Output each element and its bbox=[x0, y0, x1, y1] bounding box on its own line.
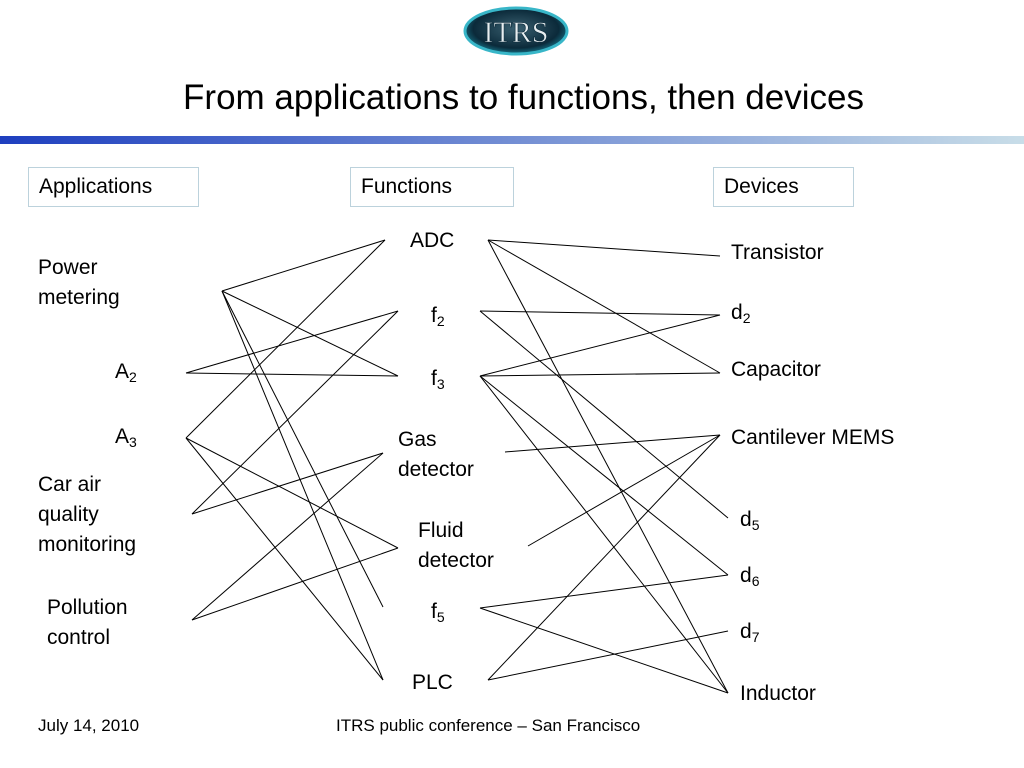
logo-text: ITRS bbox=[483, 16, 548, 49]
link-f3-to-inductor bbox=[479, 375, 729, 694]
label-subscript: 3 bbox=[436, 376, 445, 392]
link-f3-to-capacitor bbox=[479, 372, 721, 377]
title-underline-bar bbox=[0, 136, 1024, 144]
link-f3-to-d6 bbox=[479, 375, 729, 576]
func-plc: PLC bbox=[412, 671, 453, 694]
link-plc-to-d7 bbox=[487, 630, 729, 681]
func-fluid-detector: Fluid detector bbox=[418, 519, 494, 572]
label-subscript: 3 bbox=[129, 434, 137, 450]
device-d6: d6 bbox=[740, 561, 759, 591]
label-base: d bbox=[740, 620, 752, 643]
device-d5: d5 bbox=[740, 505, 759, 535]
app-power-metering: Power metering bbox=[38, 256, 120, 309]
link-pollution-to-fluid bbox=[191, 547, 399, 621]
link-power-to-f3 bbox=[221, 290, 399, 377]
link-car-to-gas bbox=[191, 452, 384, 515]
link-adc-to-capacitor bbox=[487, 239, 721, 374]
link-a3-to-adc bbox=[185, 239, 386, 439]
itrs-logo: ITRS bbox=[463, 6, 569, 56]
app-car-air-quality: Car air quality monitoring bbox=[38, 473, 137, 556]
device-cantilever-mems: Cantilever MEMS bbox=[731, 426, 895, 449]
app-pollution-control: Pollution control bbox=[47, 596, 128, 649]
label-base: d bbox=[731, 301, 743, 324]
link-a2-to-f3 bbox=[185, 372, 399, 377]
label-subscript: 5 bbox=[751, 517, 760, 533]
link-gas-to-cantilever bbox=[504, 434, 721, 453]
app-a3: A3 bbox=[115, 422, 137, 452]
label-base: d bbox=[740, 564, 752, 587]
label-subscript: 6 bbox=[751, 573, 760, 589]
link-pollution-to-gas bbox=[191, 452, 384, 621]
link-a3-to-fluid bbox=[185, 437, 399, 549]
func-f3: f3 bbox=[431, 364, 445, 394]
label-subscript: 2 bbox=[129, 369, 137, 385]
page-title: From applications to functions, then dev… bbox=[183, 78, 864, 117]
link-f5-to-inductor bbox=[479, 607, 729, 694]
func-gas-detector: Gas detector bbox=[398, 428, 474, 481]
link-power-to-plc bbox=[221, 290, 384, 681]
footer-conference: ITRS public conference – San Francisco bbox=[336, 716, 641, 735]
func-f5: f5 bbox=[431, 597, 445, 627]
device-d7: d7 bbox=[740, 617, 759, 647]
link-a2-to-f2 bbox=[185, 310, 399, 374]
device-inductor: Inductor bbox=[740, 682, 816, 705]
label-base: A bbox=[115, 425, 130, 448]
func-adc: ADC bbox=[410, 229, 455, 252]
label-subscript: 5 bbox=[436, 609, 445, 625]
device-d2: d2 bbox=[731, 298, 750, 328]
link-f2-to-d2 bbox=[479, 310, 721, 316]
label-subscript: 7 bbox=[751, 629, 760, 645]
link-car-to-f2 bbox=[191, 310, 399, 515]
link-f2-to-d5 bbox=[479, 310, 729, 519]
link-adc-to-transistor bbox=[487, 239, 721, 257]
applications-header: Applications bbox=[28, 167, 199, 207]
footer-date: July 14, 2010 bbox=[38, 716, 140, 735]
label-base: d bbox=[740, 508, 752, 531]
link-f5-to-d6 bbox=[479, 574, 729, 609]
label-subscript: 2 bbox=[742, 310, 751, 326]
link-a3-to-plc bbox=[185, 437, 384, 681]
functions-header: Functions bbox=[350, 167, 514, 207]
devices-header: Devices bbox=[713, 167, 854, 207]
link-fluid-to-cantilever bbox=[527, 434, 721, 547]
func-f2: f2 bbox=[431, 301, 445, 331]
label-base: f bbox=[431, 367, 437, 390]
label-base: A bbox=[115, 360, 130, 383]
label-base: f bbox=[431, 304, 437, 327]
link-plc-to-cantilever bbox=[487, 434, 721, 681]
link-adc-to-inductor bbox=[487, 239, 729, 694]
device-transistor: Transistor bbox=[731, 241, 824, 264]
app-a2: A2 bbox=[115, 357, 137, 387]
label-base: f bbox=[431, 600, 437, 623]
link-f3-to-d2 bbox=[479, 314, 721, 377]
link-power-to-f5 bbox=[221, 290, 384, 608]
link-power-to-adc bbox=[221, 239, 386, 292]
device-capacitor: Capacitor bbox=[731, 358, 821, 381]
label-subscript: 2 bbox=[436, 313, 445, 329]
